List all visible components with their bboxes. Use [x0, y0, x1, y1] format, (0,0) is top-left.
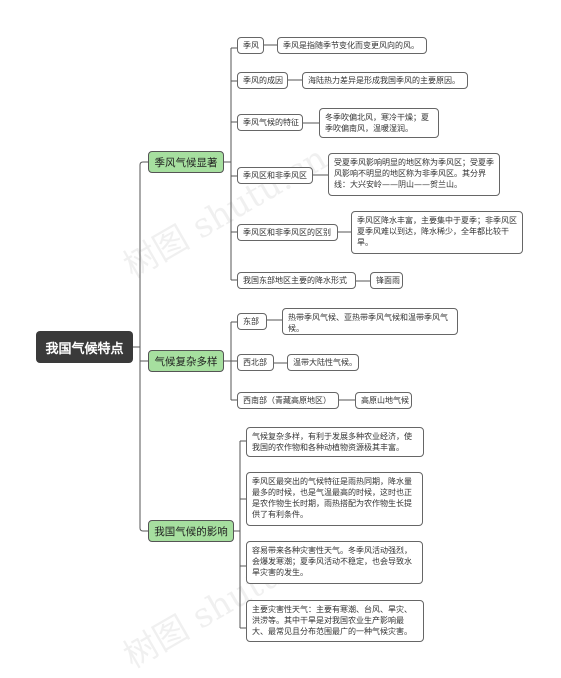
impact-rain-heat: 季风区最突出的气候特征是雨热同期，降水量最多的时候，也是气温最高的时候，这时也正… — [246, 472, 423, 526]
impact-disasters: 容易带来各种灾害性天气。冬季风活动强烈，会爆发寒潮；夏季风活动不稳定，也会导致水… — [246, 541, 423, 584]
impact-diverse-agriculture: 气候复杂多样，有利于发展多种农业经济，使我国的农作物和各种动植物资源极其丰富。 — [246, 427, 424, 457]
detail-northwest: 温带大陆性气候。 — [287, 354, 359, 371]
item-region-difference: 季风区和非季风区的区别 — [237, 224, 338, 241]
detail-monsoon-cause: 海陆热力差异是形成我国季风的主要原因。 — [302, 72, 468, 89]
detail-monsoon-feature: 冬季吹偏北风，寒冷干燥；夏季吹偏南风，温暖湿润。 — [319, 108, 439, 138]
detail-east: 热带季风气候、亚热带季风气候和温带季风气候。 — [282, 308, 458, 335]
item-east: 东部 — [237, 313, 267, 330]
item-east-precipitation: 我国东部地区主要的降水形式 — [237, 272, 356, 289]
branch-monsoon: 季风气候显著 — [148, 151, 224, 173]
item-monsoon-region: 季风区和非季风区 — [237, 167, 313, 184]
branch-diverse-climate: 气候复杂多样 — [148, 350, 224, 372]
detail-east-precipitation: 锋面雨 — [370, 272, 403, 289]
detail-southwest: 高原山地气候 — [355, 392, 412, 409]
item-monsoon: 季风 — [237, 37, 264, 54]
detail-region-difference: 季风区降水丰富，主要集中于夏季；非季风区夏季风难以到达，降水稀少，全年都比较干旱… — [351, 211, 523, 254]
detail-monsoon-region: 受夏季风影响明显的地区称为季风区；受夏季风影响不明显的地区称为非季风区。其分界线… — [328, 153, 500, 196]
item-southwest: 西南部（青藏高原地区） — [237, 392, 339, 409]
item-northwest: 西北部 — [237, 354, 274, 371]
detail-monsoon: 季风是指随季节变化而变更风向的风。 — [277, 37, 427, 54]
root-node: 我国气候特点 — [36, 331, 133, 363]
branch-climate-impact: 我国气候的影响 — [148, 520, 234, 542]
item-monsoon-cause: 季风的成因 — [237, 72, 288, 89]
impact-main-disasters: 主要灾害性天气：主要有寒潮、台风、旱灾、洪涝等。其中干旱是对我国农业生产影响最大… — [246, 600, 424, 642]
item-monsoon-feature: 季风气候的特征 — [237, 114, 303, 131]
